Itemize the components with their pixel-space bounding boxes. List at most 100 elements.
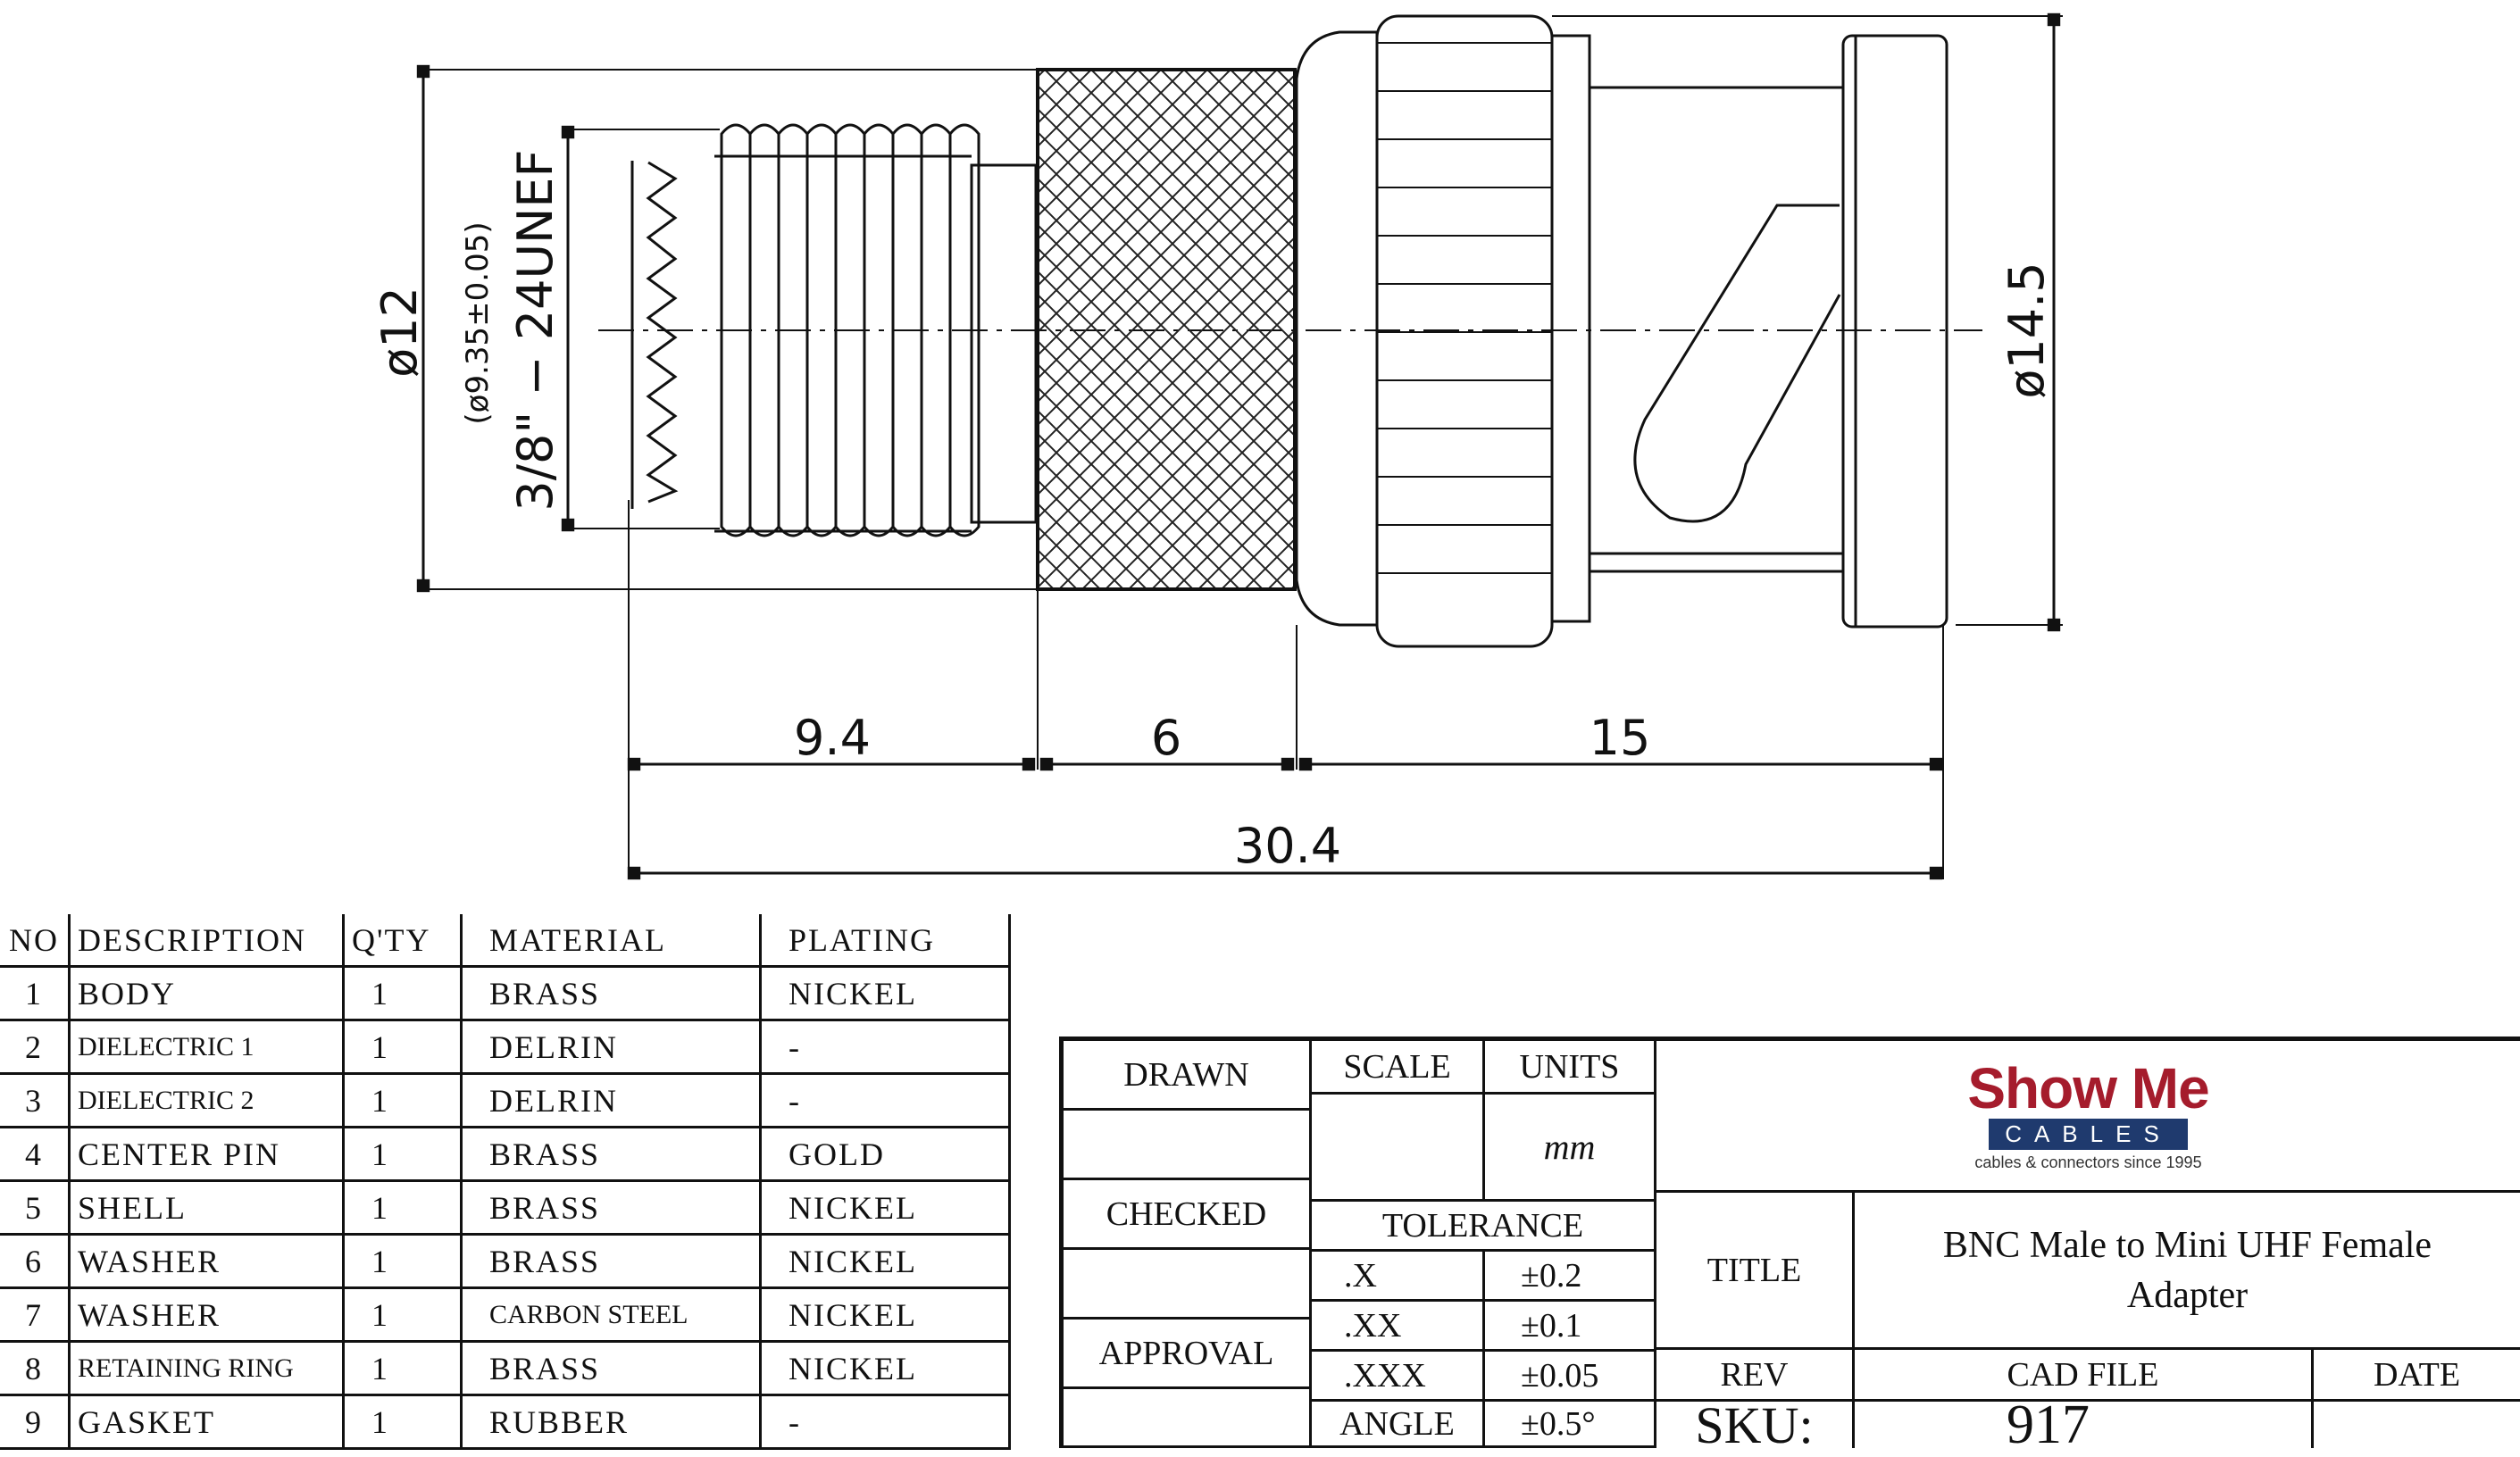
approval-label: APPROVAL [1064, 1320, 1312, 1389]
row-qty: 1 [342, 1394, 463, 1450]
col-qty: Q'TY [342, 914, 463, 968]
col-plating: PLATING [759, 914, 1011, 968]
dim-len-total: 30.4 [1234, 818, 1341, 874]
title-block: DRAWN CHECKED APPROVAL SCALE UNITS mm TO… [1059, 1037, 2520, 1455]
title-block-frame [1059, 1037, 2520, 1448]
drawn-label: DRAWN [1064, 1041, 1312, 1111]
tol-xx-label: .XX [1312, 1302, 1485, 1352]
row-qty: 1 [342, 1340, 463, 1396]
row-qty: 1 [342, 1019, 463, 1075]
row-material: DELRIN [460, 1019, 762, 1075]
row-qty: 1 [342, 1072, 463, 1128]
checked-value [1064, 1250, 1312, 1320]
row-qty: 1 [342, 1286, 463, 1343]
sku-label: SKU: [1656, 1396, 1855, 1454]
checked-label: CHECKED [1064, 1180, 1312, 1250]
logo-band: CABLES [1989, 1118, 2188, 1150]
row-no: 2 [0, 1019, 71, 1075]
units-label: UNITS [1485, 1041, 1656, 1095]
logo: Show Me CABLES cables & connectors since… [1656, 1041, 2520, 1193]
row-no: 6 [0, 1233, 71, 1289]
scale-value [1312, 1095, 1485, 1202]
date-label: DATE [2314, 1350, 2520, 1402]
dim-dia-right: ø14.5 [1998, 262, 2055, 398]
row-material: BRASS [460, 1126, 762, 1182]
sku-value: 917 [1855, 1395, 2314, 1455]
logo-tagline: cables & connectors since 1995 [1974, 1153, 2202, 1171]
row-plating: - [759, 1019, 1011, 1075]
approval-value [1064, 1389, 1312, 1448]
row-qty: 1 [342, 1233, 463, 1289]
bnc-front [1841, 34, 1948, 629]
row-material: BRASS [460, 1179, 762, 1236]
bayonet-slot [1633, 204, 1841, 523]
row-no: 4 [0, 1126, 71, 1182]
row-no: 7 [0, 1286, 71, 1343]
row-desc: WASHER [68, 1286, 345, 1343]
row-qty: 1 [342, 1126, 463, 1182]
tol-angle-label: ANGLE [1312, 1402, 1485, 1448]
title-label: TITLE [1656, 1193, 1855, 1350]
row-material: BRASS [460, 1340, 762, 1396]
row-plating: NICKEL [759, 965, 1011, 1021]
dim-dia-left: ø12 [371, 287, 428, 378]
dim-len-b: 6 [1151, 710, 1181, 766]
rev-label: REV [1656, 1350, 1855, 1402]
row-desc: RETAINING RING [68, 1340, 345, 1396]
dim-len-a: 9.4 [794, 710, 871, 766]
row-plating: NICKEL [759, 1233, 1011, 1289]
bnc-collar [1295, 30, 1379, 627]
dim-len-c: 15 [1590, 710, 1651, 766]
tolerance-label: TOLERANCE [1312, 1202, 1656, 1252]
row-desc: WASHER [68, 1233, 345, 1289]
logo-wordmark: Show Me [1967, 1055, 2209, 1120]
drawn-value [1064, 1111, 1312, 1180]
row-no: 9 [0, 1394, 71, 1450]
tol-xxx-label: .XXX [1312, 1352, 1485, 1402]
row-no: 5 [0, 1179, 71, 1236]
row-desc: CENTER PIN [68, 1126, 345, 1182]
row-plating: NICKEL [759, 1179, 1011, 1236]
tol-angle-value: ±0.5° [1485, 1402, 1656, 1448]
row-desc: DIELECTRIC 1 [68, 1019, 345, 1075]
scale-label: SCALE [1312, 1041, 1485, 1095]
row-desc: BODY [68, 965, 345, 1021]
row-plating: GOLD [759, 1126, 1011, 1182]
row-desc: DIELECTRIC 2 [68, 1072, 345, 1128]
row-material: RUBBER [460, 1394, 762, 1450]
col-no: NO [0, 914, 71, 968]
tol-x-label: .X [1312, 1252, 1485, 1302]
dim-thread: 3/8" − 24UNEF [507, 149, 563, 511]
col-description: DESCRIPTION [68, 914, 345, 968]
row-material: DELRIN [460, 1072, 762, 1128]
row-plating: - [759, 1072, 1011, 1128]
tol-xxx-value: ±0.05 [1485, 1352, 1656, 1402]
row-material: BRASS [460, 965, 762, 1021]
row-no: 3 [0, 1072, 71, 1128]
dim-thread-sub: (ø9.35±0.05) [460, 221, 496, 424]
row-qty: 1 [342, 965, 463, 1021]
row-no: 1 [0, 965, 71, 1021]
row-material: BRASS [460, 1233, 762, 1289]
thread-zigzag [646, 161, 679, 504]
row-plating: NICKEL [759, 1286, 1011, 1343]
row-plating: NICKEL [759, 1340, 1011, 1396]
tol-xx-value: ±0.1 [1485, 1302, 1656, 1352]
col-material: MATERIAL [460, 914, 762, 968]
knurled-nut [1036, 68, 1297, 591]
title-value: BNC Male to Mini UHF Female Adapter [1855, 1193, 2520, 1350]
units-value: mm [1485, 1095, 1656, 1202]
date-value [2314, 1402, 2520, 1448]
thread-ridge [948, 123, 980, 537]
